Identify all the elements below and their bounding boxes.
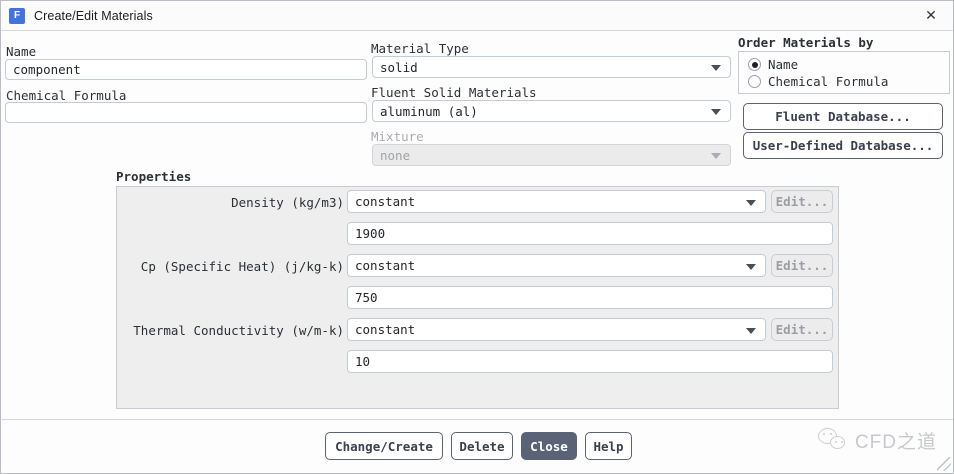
close-window-icon[interactable]: ✕ (925, 7, 937, 23)
specific-heat-label: Cp (Specific Heat) (j/kg-k) (140, 259, 344, 274)
radio-button-icon (748, 58, 761, 71)
specific-heat-method-select[interactable]: constant (347, 254, 766, 277)
resize-grip[interactable] (937, 457, 951, 471)
material-type-label: Material Type (371, 41, 469, 56)
mixture-select: none (372, 144, 731, 166)
user-defined-database-button[interactable]: User-Defined Database... (743, 132, 943, 159)
chevron-down-icon (746, 263, 756, 270)
specific-heat-value-input[interactable]: 750 (347, 286, 833, 309)
chemical-formula-label: Chemical Formula (6, 88, 127, 103)
thermal-conductivity-label: Thermal Conductivity (w/m-k) (133, 323, 344, 338)
chevron-down-icon (711, 109, 721, 115)
density-value-input[interactable]: 1900 (347, 222, 833, 245)
fluent-app-icon: F (9, 7, 25, 24)
radio-order-by-chemical-formula[interactable]: Chemical Formula (748, 74, 888, 89)
help-button[interactable]: Help (585, 432, 632, 460)
radio-order-by-name-label: Name (768, 57, 799, 72)
window-title: Create/Edit Materials (34, 8, 153, 23)
thermal-conductivity-method-value: constant (355, 322, 416, 337)
chemical-formula-input[interactable] (5, 102, 367, 123)
title-bar: F Create/Edit Materials ✕ (1, 1, 953, 31)
radio-button-icon (748, 75, 761, 88)
name-label: Name (6, 44, 37, 59)
chevron-down-icon (711, 153, 721, 159)
chevron-down-icon (746, 327, 756, 334)
close-button[interactable]: Close (521, 432, 577, 460)
order-materials-by-group: Name Chemical Formula (738, 51, 950, 94)
fluent-solid-materials-select[interactable]: aluminum (al) (372, 100, 731, 122)
chevron-down-icon (746, 199, 756, 206)
delete-button[interactable]: Delete (451, 432, 513, 460)
density-method-select[interactable]: constant (347, 190, 766, 213)
density-edit-button: Edit... (771, 190, 833, 213)
footer-divider (2, 419, 953, 420)
fluent-solid-materials-label: Fluent Solid Materials (371, 85, 537, 100)
chevron-down-icon (711, 65, 721, 71)
order-materials-by-title: Order Materials by (738, 35, 874, 50)
material-type-select[interactable]: solid (372, 56, 731, 78)
material-type-value: solid (380, 59, 418, 75)
footer-button-bar: Change/Create Delete Close Help (1, 419, 953, 474)
thermal-conductivity-edit-button: Edit... (771, 318, 833, 341)
fluent-solid-materials-value: aluminum (al) (380, 103, 478, 119)
mixture-label: Mixture (371, 129, 424, 144)
name-input[interactable]: component (5, 59, 367, 80)
density-method-value: constant (355, 194, 416, 209)
density-label: Density (kg/m3) (231, 195, 344, 210)
thermal-conductivity-method-select[interactable]: constant (347, 318, 766, 341)
radio-order-by-name[interactable]: Name (748, 57, 798, 72)
mixture-value: none (380, 147, 411, 163)
properties-title: Properties (116, 169, 192, 184)
fluent-database-button[interactable]: Fluent Database... (743, 103, 943, 130)
radio-order-by-chemical-formula-label: Chemical Formula (768, 74, 889, 89)
change-create-button[interactable]: Change/Create (325, 432, 443, 460)
specific-heat-edit-button: Edit... (771, 254, 833, 277)
specific-heat-method-value: constant (355, 258, 416, 273)
thermal-conductivity-value-input[interactable]: 10 (347, 350, 833, 373)
